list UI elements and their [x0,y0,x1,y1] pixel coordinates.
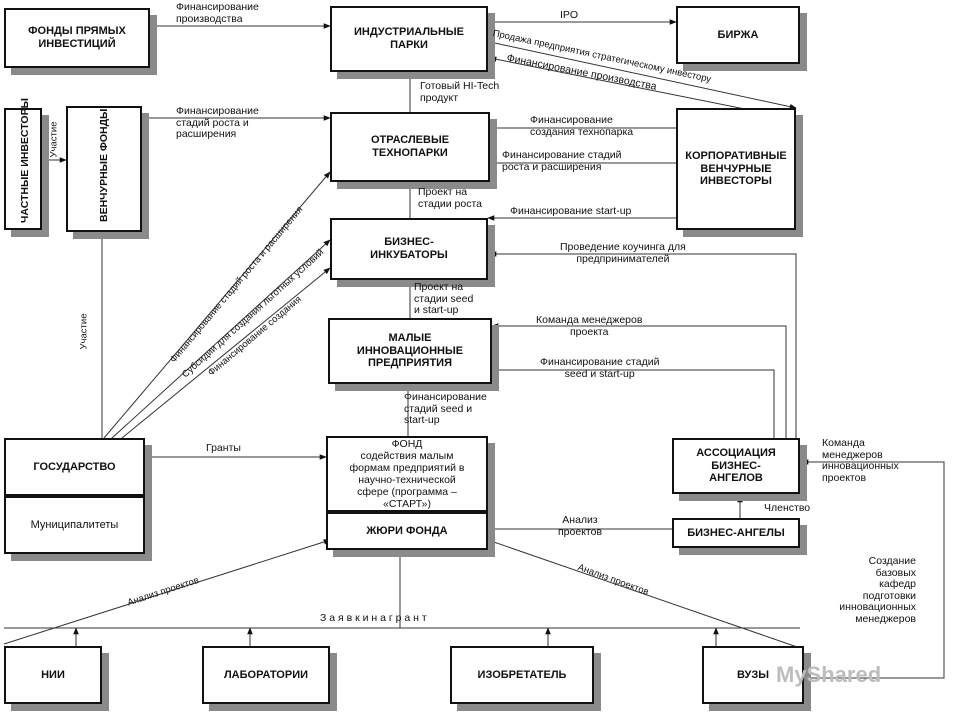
watermark: MyShared [776,662,882,687]
private-investors-text: ЧАСТНЫЕ ИНВЕСТОРЫ [19,98,31,223]
box-pe-funds: ФОНДЫ ПРЯМЫХ ИНВЕСТИЦИЙ [4,8,150,68]
arrow-mgmt-team [491,323,787,444]
label-hitech-product: Готовый HI-Tech продукт [420,80,500,104]
label-fin-growth-corp: Финансирование стадий роста и расширения [502,149,622,173]
label-base-depts: Создание базовых кафедр подготовки иннов… [839,555,916,625]
box-industrial-parks: ИНДУСТРИАЛЬНЫЕ ПАРКИ [330,6,488,72]
label-grant-applications: З а я в к и н а г р а н т [320,612,427,624]
label-participation-top: Участие [48,121,60,158]
label-project-analysis: Анализ проектов [558,514,603,538]
box-tech-parks: ОТРАСЛЕВЫЕ ТЕХНОПАРКИ [330,112,490,182]
box-universities: ВУЗЫ [702,646,804,704]
box-small-enterprises: МАЛЫЕ ИННОВАЦИОННЫЕ ПРЕДПРИЯТИЯ [328,318,492,384]
arrow-state-growth [103,171,331,439]
label-seed-project: Проект на стадии seed и start-up [414,281,474,317]
label-mgmt-team: Команда менеджеров проекта [536,314,643,338]
label-fin-technopark: Финансирование создания технопарка [530,114,634,138]
arrow-state-creation [121,267,331,439]
box-corporate-investors: КОРПОРАТИВНЫЕ ВЕНЧУРНЫЕ ИНВЕСТОРЫ [676,108,796,230]
label-fin-growth-vf: Финансирование стадий роста и расширения [176,105,259,141]
label-membership: Членство [764,502,811,514]
arrow-base-depts [801,459,945,679]
box-business-angels: БИЗНЕС-АНГЕЛЫ [672,518,800,548]
box-fund-jury: ЖЮРИ ФОНДА [326,512,488,550]
box-fund: ФОНД содействия малым формам предприятий… [326,436,488,512]
label-grants: Гранты [206,442,241,454]
label-mgmt-innov: Команда менеджеров инновационных проекто… [822,437,899,484]
box-nii: НИИ [4,646,102,704]
label-ipo: IPO [560,9,579,21]
label-fin-seed-fund: Финансирование стадий seed и start-up [404,391,487,427]
arrow-analysis-left [3,539,331,645]
arrow-state-subsidies [111,239,331,439]
label-participation-left: Участие [78,313,90,350]
arrow-fin-production [489,56,781,117]
arrow-analysis-right [487,539,801,649]
box-state: ГОСУДАРСТВО [4,438,145,496]
box-exchange: БИРЖА [676,6,800,64]
venture-funds-text: ВЕНЧУРНЫЕ ФОНДЫ [98,108,110,222]
label-fin-startup: Финансирование start-up [510,205,632,217]
label-growth-project: Проект на стадии роста [418,186,483,210]
box-angels-association: АССОЦИАЦИЯ БИЗНЕС- АНГЕЛОВ [672,438,800,494]
box-venture-funds [66,106,142,232]
arrow-fin-seed [491,367,775,444]
box-inventor: ИЗОБРЕТАТЕЛЬ [450,646,594,704]
label-fin-seed-startup: Финансирование стадий seed и start-up [540,356,660,380]
label-fin-production: Финансирование производства [176,1,259,25]
arrow-coaching [489,251,797,444]
box-municipalities: Муниципалитеты [4,496,145,554]
box-labs: ЛАБОРАТОРИИ [202,646,330,704]
arrow-sale-strategic [489,41,797,110]
box-incubators: БИЗНЕС- ИНКУБАТОРЫ [330,218,488,280]
box-private-investors [4,108,42,230]
label-coaching: Проведение коучинга для предпринимателей [560,241,686,265]
